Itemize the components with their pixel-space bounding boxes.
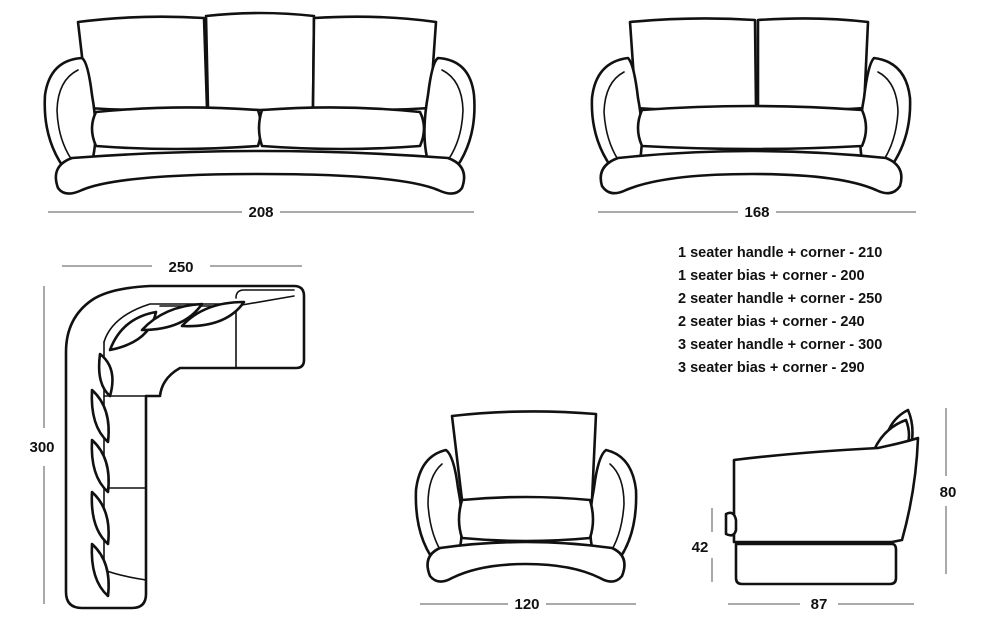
back-cushion-leaf-6: [90, 438, 110, 494]
seat-cushion-right: [257, 106, 426, 151]
right-arm-inner: [441, 69, 464, 169]
back-cushion: [450, 410, 598, 505]
sofa2-width-label: 168: [744, 204, 769, 221]
corner-options-list: 1 seater handle + corner - 210 1 seater …: [678, 245, 882, 376]
back-cushion-right: [311, 15, 438, 112]
back-cushion-middle: [204, 11, 316, 112]
seat-cushion: [457, 495, 595, 543]
right-arm-inner: [607, 463, 625, 557]
corner-top-inner: [235, 289, 295, 299]
back-cushion-leaf-5: [90, 388, 110, 444]
back-cushion-left: [76, 15, 209, 112]
spec-line: 2 seater bias + corner - 240: [678, 314, 865, 330]
corner-seat-divider: [235, 295, 295, 307]
corner-width-label: 250: [168, 259, 193, 276]
back-cushion-leaf-3: [180, 300, 246, 328]
spec-line: 1 seater handle + corner - 210: [678, 245, 882, 261]
back-cushion-leaf-7: [90, 490, 110, 546]
corner-sofa-top-view: [64, 284, 306, 610]
corner-frame: [64, 284, 306, 610]
back-cushion-right: [756, 17, 870, 112]
back-cushion-leaf-8: [90, 542, 110, 598]
three-seater-sofa-front-view: [43, 11, 476, 195]
left-arm-inner: [56, 69, 79, 169]
spec-line: 3 seater bias + corner - 290: [678, 360, 865, 376]
back-cushion-leaf-4: [97, 352, 114, 398]
chair-base: [426, 540, 626, 583]
seat-cushion: [636, 104, 868, 151]
seat-cushion-left: [90, 106, 263, 151]
armchair-front-view: [414, 410, 638, 583]
side-base: [734, 542, 898, 586]
corner-depth-label: 300: [29, 439, 54, 456]
armchair-side-view: [724, 408, 920, 586]
back-cushion-left: [628, 17, 758, 112]
sofa3-width-label: 208: [248, 204, 273, 221]
side-height-label: 80: [940, 484, 957, 501]
corner-inner-back: [103, 303, 237, 343]
spec-line: 3 seater handle + corner - 300: [678, 337, 882, 353]
sofa-base: [599, 149, 903, 195]
spec-line: 1 seater bias + corner - 200: [678, 268, 865, 284]
seat-height-label: 42: [692, 539, 709, 556]
right-arm-inner: [877, 71, 899, 169]
side-arm-line: [733, 447, 879, 461]
sofa-base: [54, 149, 466, 195]
two-seater-sofa-front-view: [590, 17, 912, 195]
side-seat-front: [724, 511, 738, 537]
back-cushion-leaf-2: [140, 302, 204, 332]
chair-width-label: 120: [514, 596, 539, 613]
side-body: [732, 436, 920, 544]
side-depth-label: 87: [811, 596, 828, 613]
left-arm-inner: [603, 71, 625, 169]
spec-line: 2 seater handle + corner - 250: [678, 291, 882, 307]
left-arm-inner: [427, 463, 445, 557]
back-cushion-leaf-1: [108, 310, 158, 352]
